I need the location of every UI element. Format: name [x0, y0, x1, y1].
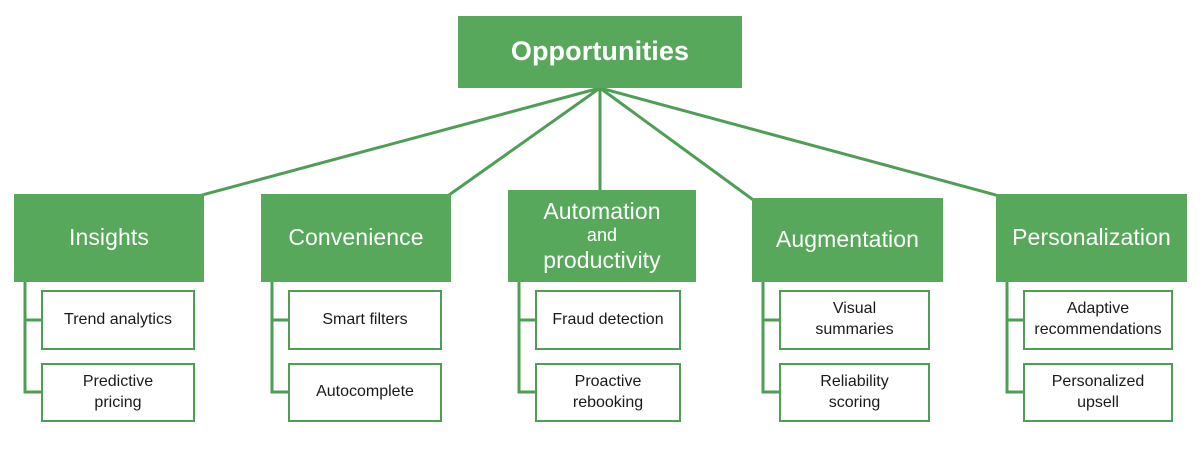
branch-node-convenience[interactable]: Convenience	[261, 194, 451, 282]
leaf-label-line: Personalized	[1051, 372, 1145, 390]
leaf-label-line: recommendations	[1034, 321, 1162, 338]
leaf-node-proactive-rebooking[interactable]: Proactive rebooking	[535, 363, 681, 422]
branch-label-line: Augmentation	[775, 226, 920, 253]
leaf-node-personalized-upsell[interactable]: Personalized upsell	[1023, 363, 1173, 422]
leaf-node-trend-analytics[interactable]: Trend analytics	[41, 290, 195, 350]
connector-root-to-personalization	[598, 86, 998, 197]
leaf-label-line: Smart filters	[322, 310, 408, 328]
leaf-node-visual-summaries[interactable]: Visual summaries	[779, 290, 930, 350]
leaf-node-adaptive-recommendations[interactable]: Adaptive recommendations	[1023, 290, 1173, 350]
leaf-node-predictive-pricing[interactable]: Predictive pricing	[41, 363, 195, 422]
branch-label-line: Insights	[68, 224, 150, 251]
leaf-label-line: Fraud detection	[552, 310, 664, 328]
leaf-node-autocomplete[interactable]: Autocomplete	[288, 363, 442, 422]
connector-root-to-insights	[200, 86, 602, 197]
leaf-label-line: Adaptive	[1066, 300, 1130, 318]
branch-label-line: and	[586, 225, 618, 246]
branch-node-automation-and-productivity[interactable]: Automation and productivity	[508, 190, 696, 282]
leaf-node-smart-filters[interactable]: Smart filters	[288, 290, 442, 350]
root-node-label: Opportunities	[510, 36, 690, 67]
branch-label-line: Automation	[543, 198, 661, 225]
connector-root-to-convenience	[446, 85, 603, 198]
leaf-label-line: Proactive	[574, 372, 642, 390]
leaf-label-line: Predictive	[82, 372, 154, 390]
branch-node-personalization[interactable]: Personalization	[996, 194, 1187, 282]
leaf-label-line: scoring	[828, 393, 881, 411]
connector-root-to-augmentation	[597, 85, 755, 202]
leaf-label-line: Visual	[832, 300, 877, 318]
leaf-label-line: rebooking	[572, 393, 644, 411]
branch-node-insights[interactable]: Insights	[14, 194, 204, 282]
leaf-node-reliability-scoring[interactable]: Reliability scoring	[779, 363, 930, 422]
leaf-label-line: pricing	[94, 393, 142, 411]
branch-label-line: Convenience	[288, 224, 424, 251]
branch-label-line: productivity	[543, 246, 661, 273]
leaf-label-line: Trend analytics	[64, 310, 172, 328]
branch-node-augmentation[interactable]: Augmentation	[752, 198, 943, 282]
leaf-node-fraud-detection[interactable]: Fraud detection	[535, 290, 681, 350]
leaf-label-line: Reliability	[820, 372, 889, 390]
branch-label-line: Personalization	[1012, 224, 1171, 251]
leaf-label-line: upsell	[1077, 393, 1119, 411]
root-node-opportunities[interactable]: Opportunities	[458, 16, 742, 88]
leaf-label-line: Autocomplete	[316, 383, 414, 401]
leaf-label-line: summaries	[815, 321, 894, 338]
